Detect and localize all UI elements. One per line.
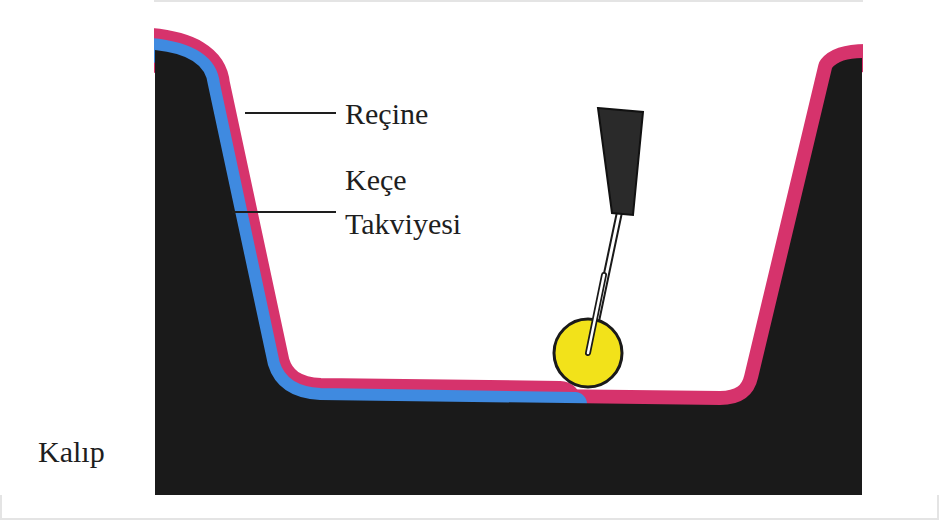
mold-label: Kalıp (38, 430, 105, 474)
leader-line (232, 211, 336, 213)
leader-line (245, 112, 336, 114)
felt-label: Keçe Takviyesi (345, 158, 461, 245)
roller-shaft (588, 275, 604, 353)
roller-shaft (588, 275, 604, 353)
roller-grip (598, 108, 643, 215)
mask (863, 0, 939, 495)
resin-label: Reçine (345, 92, 428, 136)
mask (0, 0, 154, 495)
mold (155, 50, 862, 495)
